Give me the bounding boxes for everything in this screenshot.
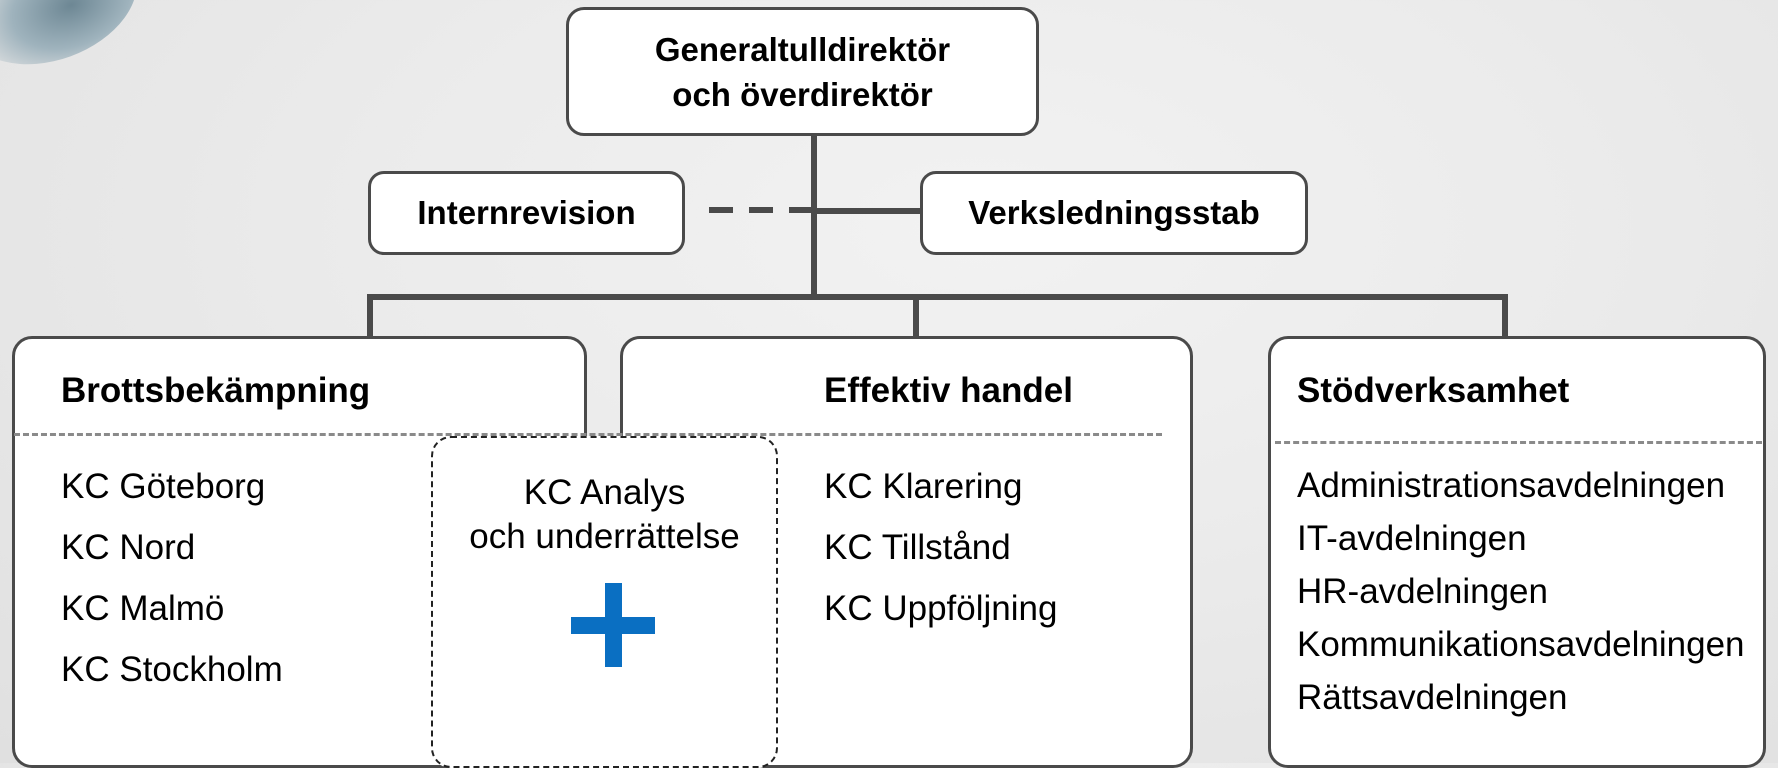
list-item: KC Klarering	[824, 467, 1023, 506]
section-divider	[14, 433, 1162, 436]
list-item: Rättsavdelningen	[1297, 678, 1568, 717]
shared-unit-label: KC Analys och underrättelse	[433, 471, 776, 559]
department-item-list: KC Klarering KC Tillstånd KC Uppföljning	[824, 467, 1057, 650]
plus-icon	[571, 583, 655, 667]
director-line-2: och överdirektör	[672, 75, 933, 113]
department-title: Stödverksamhet	[1297, 371, 1570, 410]
list-item: KC Uppföljning	[824, 589, 1058, 628]
shared-unit-box: KC Analys och underrättelse	[431, 436, 778, 768]
list-item: IT-avdelningen	[1297, 519, 1527, 558]
department-title: Brottsbekämpning	[61, 371, 371, 410]
internal-audit-box: Internrevision	[368, 171, 685, 255]
list-item: KC Stockholm	[61, 650, 283, 689]
department-box-stodverksamhet: Stödverksamhet Administrationsavdelninge…	[1268, 336, 1766, 768]
list-item: KC Nord	[61, 528, 196, 567]
list-item: KC Tillstånd	[824, 528, 1011, 567]
director-line-1: Generaltulldirektör	[654, 30, 951, 68]
management-staff-box: Verksledningsstab	[920, 171, 1308, 255]
shared-unit-line-1: KC Analys	[523, 473, 686, 512]
department-title: Effektiv handel	[824, 371, 1073, 410]
list-item: Kommunikationsavdelningen	[1297, 625, 1745, 664]
management-staff-label: Verksledningsstab	[968, 194, 1260, 231]
director-general-box: Generaltulldirektör och överdirektör	[566, 7, 1039, 136]
department-item-list: Administrationsavdelningen IT-avdelninge…	[1297, 466, 1745, 731]
internal-audit-label: Internrevision	[417, 194, 636, 231]
section-divider	[1275, 441, 1762, 444]
list-item: KC Malmö	[61, 589, 225, 628]
list-item: Administrationsavdelningen	[1297, 466, 1726, 505]
shared-unit-line-2: och underrättelse	[469, 517, 740, 556]
list-item: KC Göteborg	[61, 467, 266, 506]
list-item: HR-avdelningen	[1297, 572, 1548, 611]
department-item-list: KC Göteborg KC Nord KC Malmö KC Stockhol…	[61, 467, 283, 711]
